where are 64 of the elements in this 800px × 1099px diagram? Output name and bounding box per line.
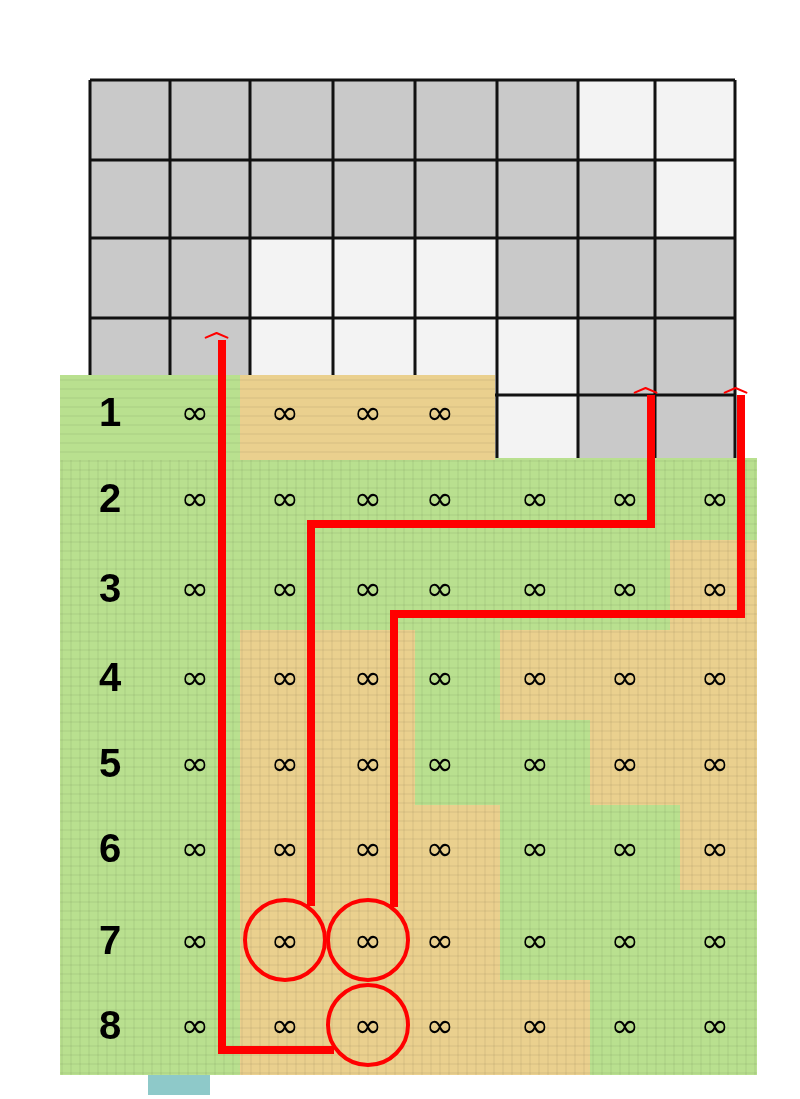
infinity-symbol: ∞ xyxy=(425,746,455,780)
route-arrow xyxy=(390,387,747,907)
infinity-symbol: ∞ xyxy=(270,481,300,515)
infinity-symbol: ∞ xyxy=(353,571,383,605)
infinity-symbol: ∞ xyxy=(180,923,210,957)
infinity-symbol: ∞ xyxy=(610,660,640,694)
infinity-symbol: ∞ xyxy=(425,571,455,605)
infinity-symbol: ∞ xyxy=(700,481,730,515)
infinity-symbol: ∞ xyxy=(425,660,455,694)
infinity-symbol: ∞ xyxy=(425,923,455,957)
infinity-symbol: ∞ xyxy=(353,481,383,515)
circled-cell: ∞ xyxy=(243,898,327,982)
infinity-symbol: ∞ xyxy=(520,831,550,865)
infinity-symbol: ∞ xyxy=(425,395,455,429)
infinity-symbol: ∞ xyxy=(353,746,383,780)
infinity-symbol: ∞ xyxy=(610,923,640,957)
infinity-symbol: ∞ xyxy=(700,923,730,957)
row-number: 6 xyxy=(98,828,122,868)
infinity-symbol: ∞ xyxy=(270,395,300,429)
infinity-symbol: ∞ xyxy=(425,481,455,515)
route-arrow xyxy=(307,387,657,906)
infinity-symbol: ∞ xyxy=(520,1008,550,1042)
infinity-symbol: ∞ xyxy=(520,660,550,694)
infinity-symbol: ∞ xyxy=(610,1008,640,1042)
row-number: 2 xyxy=(98,478,122,518)
infinity-symbol: ∞ xyxy=(425,831,455,865)
infinity-symbol: ∞ xyxy=(425,1008,455,1042)
infinity-symbol: ∞ xyxy=(700,1008,730,1042)
infinity-symbol: ∞ xyxy=(270,831,300,865)
row-number: 5 xyxy=(98,743,122,783)
infinity-symbol: ∞ xyxy=(180,395,210,429)
row-number: 7 xyxy=(98,920,122,960)
infinity-symbol: ∞ xyxy=(520,923,550,957)
infinity-symbol: ∞ xyxy=(520,481,550,515)
infinity-symbol: ∞ xyxy=(700,660,730,694)
infinity-symbol: ∞ xyxy=(180,481,210,515)
row-number: 3 xyxy=(98,568,122,608)
infinity-symbol: ∞ xyxy=(610,481,640,515)
infinity-symbol: ∞ xyxy=(180,746,210,780)
infinity-symbol: ∞ xyxy=(353,395,383,429)
infinity-symbol: ∞ xyxy=(180,571,210,605)
row-number: 4 xyxy=(98,657,122,697)
infinity-symbol: ∞ xyxy=(270,1008,300,1042)
infinity-symbol: ∞ xyxy=(610,831,640,865)
infinity-symbol: ∞ xyxy=(353,831,383,865)
infinity-symbol: ∞ xyxy=(610,571,640,605)
infinity-symbol: ∞ xyxy=(520,571,550,605)
infinity-symbol: ∞ xyxy=(180,831,210,865)
infinity-symbol: ∞ xyxy=(700,571,730,605)
circled-cell: ∞ xyxy=(326,898,410,982)
infinity-symbol: ∞ xyxy=(180,660,210,694)
infinity-symbol: ∞ xyxy=(520,746,550,780)
infinity-symbol: ∞ xyxy=(700,746,730,780)
infinity-symbol: ∞ xyxy=(700,831,730,865)
infinity-symbol: ∞ xyxy=(270,571,300,605)
row-number: 8 xyxy=(98,1005,122,1045)
route-arrow xyxy=(205,332,334,1054)
row-number: 1 xyxy=(98,392,122,432)
infinity-symbol: ∞ xyxy=(353,660,383,694)
circled-cell: ∞ xyxy=(326,983,410,1067)
infinity-symbol: ∞ xyxy=(270,660,300,694)
infinity-symbol: ∞ xyxy=(270,746,300,780)
infinity-symbol: ∞ xyxy=(610,746,640,780)
infinity-symbol: ∞ xyxy=(180,1008,210,1042)
